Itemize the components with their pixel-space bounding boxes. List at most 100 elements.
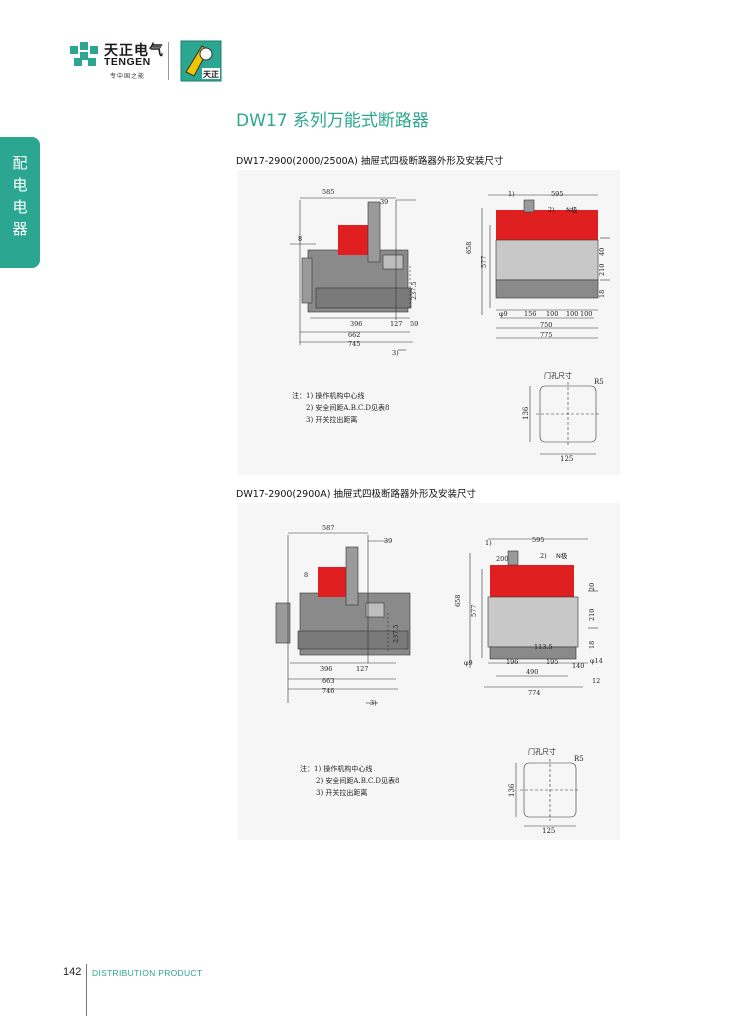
svg-text:127: 127: [390, 320, 402, 328]
svg-text:658: 658: [454, 595, 462, 607]
svg-text:663: 663: [322, 677, 334, 685]
door-cutout-labels-1: 门孔尺寸 R5 136 125: [522, 371, 604, 463]
svg-text:3): 3): [392, 349, 399, 357]
tengen-mark-icon: [70, 42, 98, 66]
svg-text:3) 开关拉出距离: 3) 开关拉出距离: [316, 788, 367, 797]
svg-text:门孔尺寸: 门孔尺寸: [544, 371, 572, 380]
svg-text:210: 210: [598, 264, 606, 276]
svg-text:113.5: 113.5: [534, 643, 553, 651]
svg-text:136: 136: [508, 783, 516, 797]
logo-divider: [168, 42, 169, 80]
svg-text:396: 396: [350, 320, 362, 328]
svg-text:156: 156: [524, 310, 536, 318]
svg-text:196: 196: [506, 658, 518, 666]
svg-text:585: 585: [322, 188, 334, 196]
side-tab-char: 器: [12, 220, 28, 238]
svg-text:注：1) 操作机构中心线: 注：1) 操作机构中心线: [300, 764, 372, 773]
brand-name-cn: 天正电气: [104, 42, 164, 58]
page-number: 142: [63, 966, 82, 978]
svg-text:140: 140: [572, 662, 584, 670]
door-cutout-drawing-1: [529, 382, 600, 455]
svg-text:100: 100: [580, 310, 592, 318]
svg-text:R5: R5: [574, 755, 584, 763]
svg-text:662: 662: [348, 331, 360, 339]
svg-text:1): 1): [485, 539, 492, 547]
svg-text:8: 8: [298, 235, 302, 243]
svg-text:2): 2): [540, 552, 547, 560]
svg-text:3) 开关拉出距离: 3) 开关拉出距离: [306, 415, 357, 424]
svg-text:774: 774: [528, 689, 540, 697]
svg-text:N极: N极: [566, 205, 578, 214]
svg-text:8: 8: [304, 571, 308, 579]
svg-text:577: 577: [470, 605, 478, 617]
side-view-labels: 587 39 8 396 127 663 746 3) 237.5: [304, 524, 400, 707]
svg-text:136: 136: [522, 406, 530, 420]
svg-text:12: 12: [592, 677, 600, 685]
page-title: DW17 系列万能式断路器: [236, 111, 429, 131]
brand-name-en: TENGEN: [104, 56, 151, 68]
svg-text:577: 577: [480, 256, 488, 268]
svg-text:φ9: φ9: [499, 310, 508, 318]
svg-text:1): 1): [508, 190, 515, 198]
svg-text:658: 658: [465, 242, 473, 254]
side-view-drawing: [275, 532, 411, 704]
svg-text:100: 100: [546, 310, 558, 318]
svg-text:R5: R5: [594, 378, 604, 386]
front-view-labels: 1) 595 200 2) N极 658 577 20 210 18 φ9 φ1…: [454, 536, 603, 697]
drawing-panel-2: 587 39 8 396 127 663 746 3) 237.5 1): [238, 503, 620, 840]
svg-text:2): 2): [548, 206, 555, 214]
front-view-labels: 1) 595 2) N极 658 577 40 210 18 φ9 156 10…: [465, 190, 606, 339]
svg-text:125: 125: [560, 455, 573, 463]
svg-text:237.5: 237.5: [410, 281, 418, 300]
section-title-1: DW17-2900(2000/2500A) 抽屉式四极断路器外形及安装尺寸: [236, 156, 504, 167]
category-side-tab: [0, 137, 40, 268]
door-cutout-labels-2: 门孔尺寸 R5 136 125: [508, 747, 584, 835]
svg-text:注：1) 操作机构中心线: 注：1) 操作机构中心线: [292, 391, 364, 400]
side-tab-char: 电: [12, 198, 28, 216]
brand-slogan: 专中国之能: [110, 74, 146, 80]
svg-text:φ14: φ14: [590, 657, 603, 665]
svg-text:N极: N极: [556, 551, 568, 560]
svg-text:39: 39: [384, 537, 392, 545]
svg-text:18: 18: [598, 290, 606, 298]
svg-text:195: 195: [546, 658, 558, 666]
brand-badge-text: 天正: [203, 70, 219, 79]
side-tab-char: 电: [12, 176, 28, 194]
notes-1: 注：1) 操作机构中心线 2) 安全间距A.B.C.D见表8 3) 开关拉出距离: [292, 391, 389, 424]
svg-text:587: 587: [322, 524, 334, 532]
svg-text:40: 40: [598, 248, 606, 256]
brand-badge-icon: 天正: [180, 40, 222, 82]
svg-text:18: 18: [588, 641, 596, 649]
category-side-tab-label: 配 电 电 器: [0, 152, 40, 240]
svg-text:φ9: φ9: [464, 659, 473, 667]
svg-text:39: 39: [380, 198, 388, 206]
svg-text:59: 59: [410, 320, 418, 328]
svg-text:750: 750: [540, 321, 552, 329]
svg-text:210: 210: [588, 609, 596, 621]
svg-text:237.5: 237.5: [392, 624, 400, 643]
svg-text:200: 200: [496, 555, 508, 563]
svg-text:125: 125: [542, 827, 555, 835]
svg-text:2) 安全间距A.B.C.D见表8: 2) 安全间距A.B.C.D见表8: [306, 403, 389, 412]
svg-text:595: 595: [551, 190, 563, 198]
svg-text:2) 安全间距A.B.C.D见表8: 2) 安全间距A.B.C.D见表8: [316, 776, 399, 785]
footer-divider: [86, 964, 87, 1016]
svg-text:595: 595: [532, 536, 544, 544]
svg-text:396: 396: [320, 665, 332, 673]
front-view-drawing: [469, 538, 598, 688]
footer-section-label: DISTRIBUTION PRODUCT: [92, 968, 203, 978]
technical-drawing-2: 587 39 8 396 127 663 746 3) 237.5 1): [275, 524, 603, 835]
section-title-2: DW17-2900(2900A) 抽屉式四极断路器外形及安装尺寸: [236, 489, 477, 500]
svg-text:490: 490: [526, 668, 538, 676]
svg-text:20: 20: [588, 583, 596, 591]
front-view-drawing: [481, 194, 610, 339]
svg-text:3): 3): [370, 699, 377, 707]
svg-text:门孔尺寸: 门孔尺寸: [528, 747, 556, 756]
technical-drawing-1: 585 39 8 396 127 59 662 745 3) 237.5: [290, 188, 610, 463]
door-cutout-drawing-2: [515, 759, 580, 827]
svg-text:745: 745: [348, 340, 360, 348]
svg-text:100: 100: [566, 310, 578, 318]
svg-text:746: 746: [322, 687, 334, 695]
svg-text:775: 775: [540, 331, 552, 339]
side-view-labels: 585 39 8 396 127 59 662 745 3) 237.5: [298, 188, 418, 357]
